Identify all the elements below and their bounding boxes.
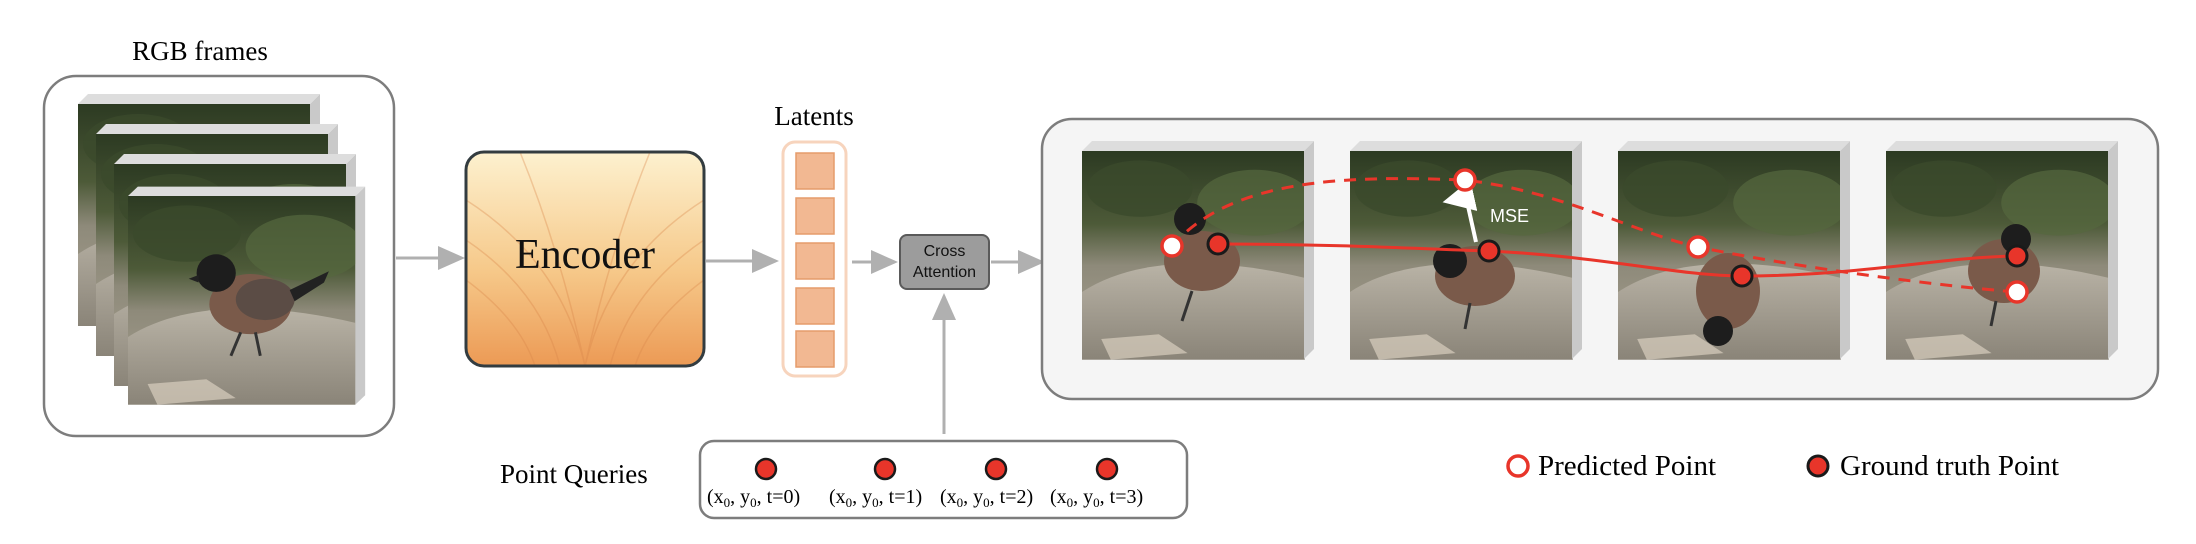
legend: Predicted Point Ground truth Point	[1506, 450, 2059, 482]
output-panel	[1040, 117, 2160, 401]
query-point-marker	[984, 457, 1008, 481]
cross-attention-line1: Cross	[924, 243, 966, 260]
ground-truth-point-4	[2005, 244, 2029, 268]
mse-label: MSE	[1490, 206, 1529, 226]
latent-cell-3	[795, 242, 835, 280]
latent-cell-1	[795, 152, 835, 190]
query-item-3: (x0, y0, t=2)	[940, 457, 1033, 510]
latent-cell-4	[795, 287, 835, 325]
encoder-label: Encoder	[515, 232, 655, 278]
query-point-marker	[754, 457, 778, 481]
query-point-marker	[1095, 457, 1119, 481]
predicted-point-1	[1160, 234, 1184, 258]
cross-attention-line2: Attention	[913, 264, 976, 281]
legend-ground-truth-label: Ground truth Point	[1840, 450, 2059, 482]
ground-truth-point-1	[1206, 232, 1230, 256]
output-frame-2	[1350, 141, 1582, 360]
query-item-1: (x0, y0, t=0)	[707, 457, 800, 510]
predicted-track	[1170, 177, 2018, 294]
output-frame-1	[1082, 141, 1314, 360]
rgb-frame-stack	[78, 94, 366, 405]
query-point-marker	[873, 457, 897, 481]
output-frame-4	[1886, 141, 2118, 360]
ground-truth-track	[1217, 242, 2018, 278]
predicted-point-4	[2005, 280, 2029, 304]
predicted-point-3	[1686, 235, 1710, 259]
rgb-frames-title: RGB frames	[132, 36, 268, 66]
legend-ground-truth-marker	[1806, 454, 1830, 478]
encoder-block: Encoder	[464, 150, 706, 368]
latent-cell-5	[795, 330, 835, 368]
predicted-point-2	[1453, 168, 1477, 192]
rgb-frame-4	[128, 186, 366, 405]
latents-block	[781, 140, 848, 378]
point-queries-panel	[698, 439, 1189, 520]
output-frame-3	[1618, 141, 1850, 360]
point-queries-title: Point Queries	[500, 459, 648, 489]
svg-text:(x0, y0, t=2): (x0, y0, t=2)	[940, 486, 1033, 510]
query-item-2: (x0, y0, t=1)	[829, 457, 922, 510]
ground-truth-point-2	[1477, 239, 1501, 263]
cross-attention-block: Cross Attention	[899, 234, 990, 290]
bird-figure	[188, 254, 329, 357]
latents-title: Latents	[774, 101, 853, 131]
mse-arrow	[1442, 179, 1478, 243]
ground-truth-point-3	[1730, 264, 1754, 288]
legend-predicted-marker	[1506, 454, 1530, 478]
latent-cell-2	[795, 197, 835, 235]
legend-predicted-label: Predicted Point	[1538, 450, 1716, 482]
svg-text:(x0, y0, t=1): (x0, y0, t=1)	[829, 486, 922, 510]
